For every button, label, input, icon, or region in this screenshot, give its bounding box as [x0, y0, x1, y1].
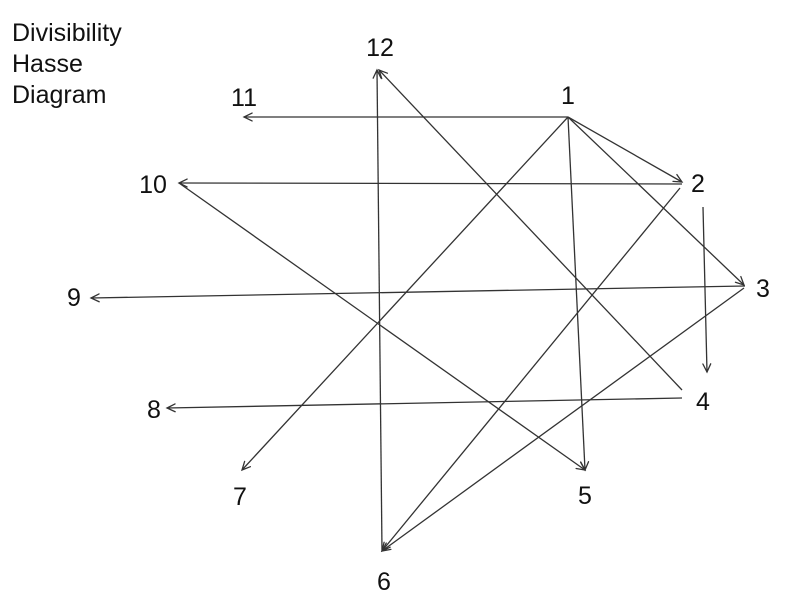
edge-3-to-6	[380, 287, 745, 552]
edge-1-to-2	[567, 116, 684, 183]
arrowhead-icon	[240, 460, 252, 472]
node-label-10: 10	[139, 171, 167, 199]
edge-line	[381, 187, 681, 552]
node-label-4: 4	[696, 388, 710, 416]
edge-4-to-12	[377, 68, 683, 391]
edge-3-to-9	[89, 285, 746, 303]
node-label-8: 8	[147, 396, 161, 424]
edge-line	[702, 206, 708, 373]
edge-10-to-5	[178, 182, 587, 471]
edge-1-to-11	[242, 112, 568, 122]
node-label-11: 11	[231, 84, 257, 112]
arrowhead-icon	[242, 112, 253, 122]
arrowhead-icon	[377, 68, 389, 80]
arrowhead-icon	[672, 173, 684, 183]
edges-layer	[89, 68, 746, 553]
node-label-7: 7	[233, 483, 247, 511]
node-label-5: 5	[578, 482, 592, 510]
edge-line	[166, 397, 683, 409]
title-line-2: Hasse	[12, 50, 83, 78]
edge-line	[178, 182, 683, 185]
node-label-9: 9	[67, 284, 81, 312]
edge-1-to-7	[240, 116, 569, 472]
edge-1-to-3	[567, 116, 746, 287]
arrowhead-icon	[165, 403, 176, 413]
edge-6-to-12	[372, 68, 383, 552]
edge-2-to-6	[381, 187, 681, 553]
edge-2-to-4	[702, 206, 712, 374]
arrowhead-icon	[734, 275, 746, 287]
edge-line	[378, 69, 683, 391]
node-label-3: 3	[756, 275, 770, 303]
edge-line	[381, 287, 745, 552]
edge-line	[567, 116, 586, 471]
diagram-title: Divisibility Hasse Diagram	[12, 18, 122, 111]
title-line-3: Diagram	[12, 81, 107, 109]
arrowhead-icon	[89, 293, 100, 303]
edge-line	[376, 69, 383, 552]
node-label-12: 12	[366, 34, 394, 62]
edge-line	[241, 116, 569, 471]
arrowhead-icon	[372, 68, 382, 79]
arrowhead-icon	[702, 363, 712, 374]
edge-line	[567, 116, 745, 286]
title-line-1: Divisibility	[12, 19, 122, 47]
edge-line	[90, 285, 746, 299]
edge-2-to-10	[177, 178, 683, 188]
edge-line	[567, 116, 683, 183]
node-label-1: 1	[561, 82, 575, 110]
edge-1-to-5	[567, 116, 590, 472]
arrowhead-icon	[575, 461, 587, 471]
node-label-2: 2	[691, 170, 705, 198]
edge-line	[178, 182, 586, 471]
edge-4-to-8	[165, 397, 683, 413]
node-label-6: 6	[377, 568, 391, 595]
